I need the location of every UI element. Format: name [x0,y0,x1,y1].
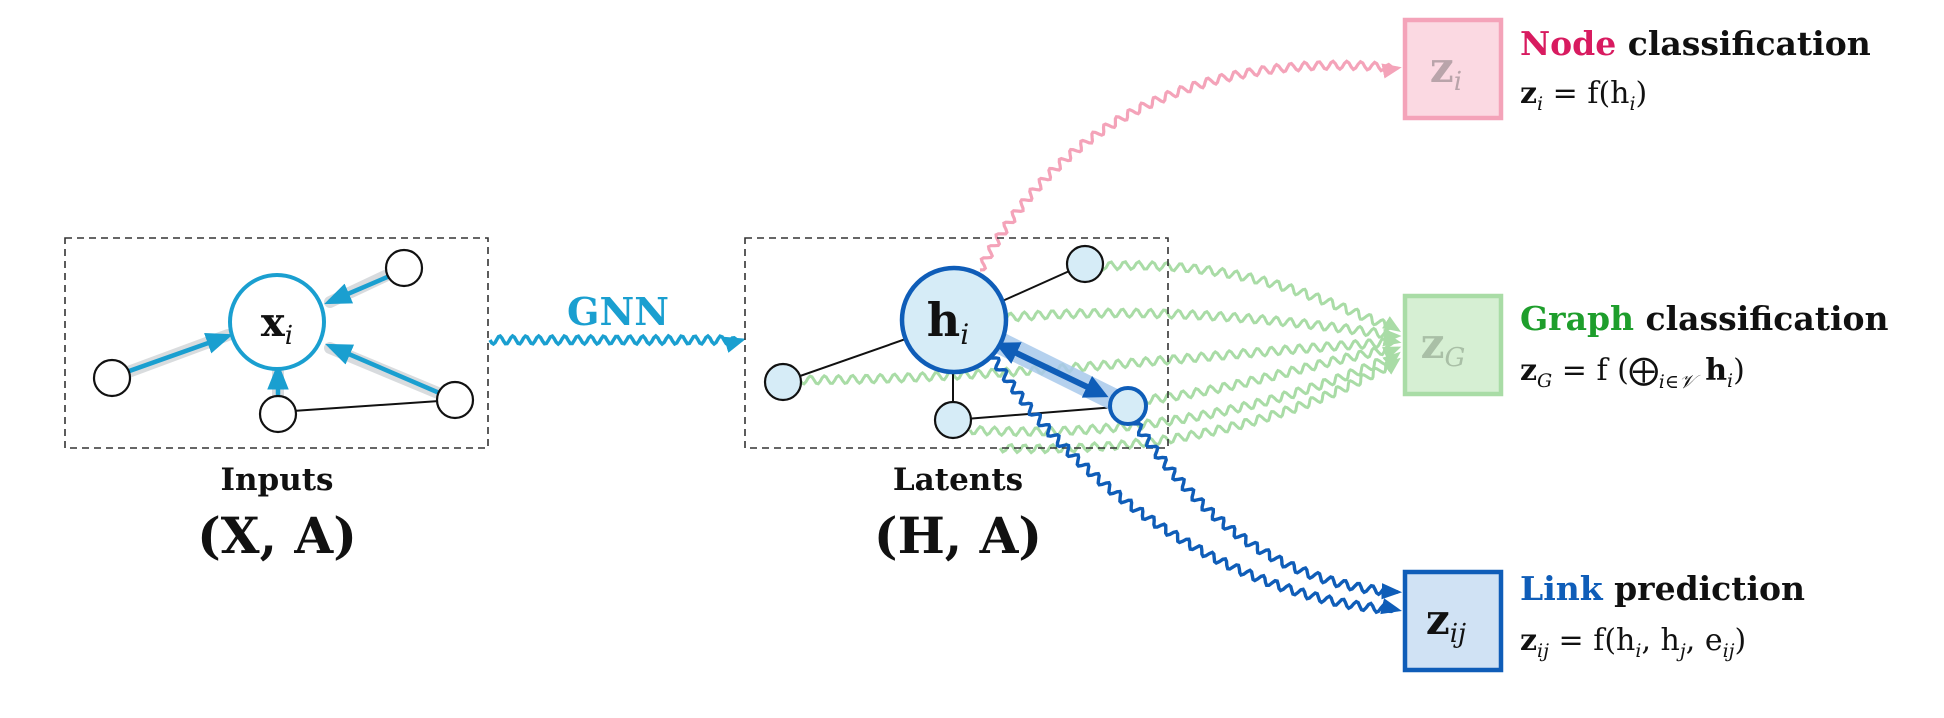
latent-center-node [899,265,1009,375]
link-prediction-output: zij Link prediction zij = f(hi, hj, eij) [1402,569,1805,673]
graph-output-box [1402,293,1504,397]
node-formula: zi = f(hi) [1520,76,1647,115]
svg-text:Graph classification: Graph classification [1520,299,1889,338]
input-neighbor-node [435,380,475,420]
inputs-label: Inputs [220,462,333,498]
link-formula: zij = f(hi, hj, eij) [1520,623,1746,662]
node-task-wave [979,59,1402,272]
svg-text:zG: zG [1421,319,1466,373]
graph-task-wave [1098,259,1402,332]
message-arrow [324,272,393,305]
svg-text:Node classification: Node classification [1520,24,1871,63]
svg-text:zij: zij [1426,595,1466,649]
link-task-name: prediction [1614,569,1805,608]
graph-keyword: Graph [1520,299,1634,338]
gnn-transform: GNN [488,289,747,353]
message-arrow [325,343,445,398]
latent-neighbor-node [933,400,973,440]
latent-edge [952,405,1129,421]
input-neighbor-node [258,394,298,434]
latent-neighbor-node [763,362,803,402]
link-double-arrow [994,342,1109,398]
gnn-label: GNN [567,289,669,334]
input-neighbor-node [384,248,424,288]
latents-label: Latents [893,462,1023,498]
gnn-wavy-arrow [488,333,747,353]
link-keyword: Link [1520,569,1604,608]
graph-task-wave [1143,345,1402,405]
inputs-dashed-box [64,237,489,449]
svg-text:hi: hi [927,293,969,351]
graph-box-var: z [1421,319,1445,368]
latents-dashed-box [744,237,1169,449]
graph-classification-output: zG Graph classification zG = f (⨁i∈𝒱 hi) [1402,293,1889,397]
latents-formula: (H, A) [874,506,1042,565]
latents-panel: hi Latents (H, A) [744,59,1403,615]
node-keyword: Node [1520,24,1616,63]
latent-center-sub: i [960,318,969,351]
node-classification-output: zi Node classification zi = f(hi) [1402,17,1871,121]
link-output-box [1402,569,1504,673]
latent-neighbor-node [1065,244,1105,284]
node-task-name: classification [1628,24,1871,63]
graph-task-waves [798,259,1402,455]
link-task-wave [986,351,1402,615]
latent-center-var: h [927,293,960,347]
svg-text:zi: zi [1430,43,1462,97]
input-center-var: x [261,299,286,346]
latent-target-node [1108,386,1148,426]
graph-task-wave [798,332,1402,386]
graph-task-wave [998,307,1402,344]
link-task-wave [1128,417,1403,600]
graph-task-name: classification [1646,299,1889,338]
svg-text:xi: xi [261,299,293,351]
svg-text:Link prediction: Link prediction [1520,569,1805,608]
inputs-panel: xi Inputs (X, A) [64,237,489,565]
inputs-formula: (X, A) [197,506,357,565]
graph-formula: zG = f (⨁i∈𝒱 hi) [1520,353,1745,393]
node-output-box [1402,17,1504,121]
node-box-var: z [1430,43,1454,92]
input-center-node [228,273,326,371]
link-box-sub: ij [1450,619,1466,649]
node-box-sub: i [1454,67,1462,97]
input-center-sub: i [285,321,293,351]
input-edge [277,399,455,413]
link-box-var: z [1426,595,1450,644]
graph-task-wave [998,357,1401,455]
input-neighbor-node [92,358,132,398]
message-arrow [117,333,234,378]
graph-box-sub: G [1445,343,1466,373]
